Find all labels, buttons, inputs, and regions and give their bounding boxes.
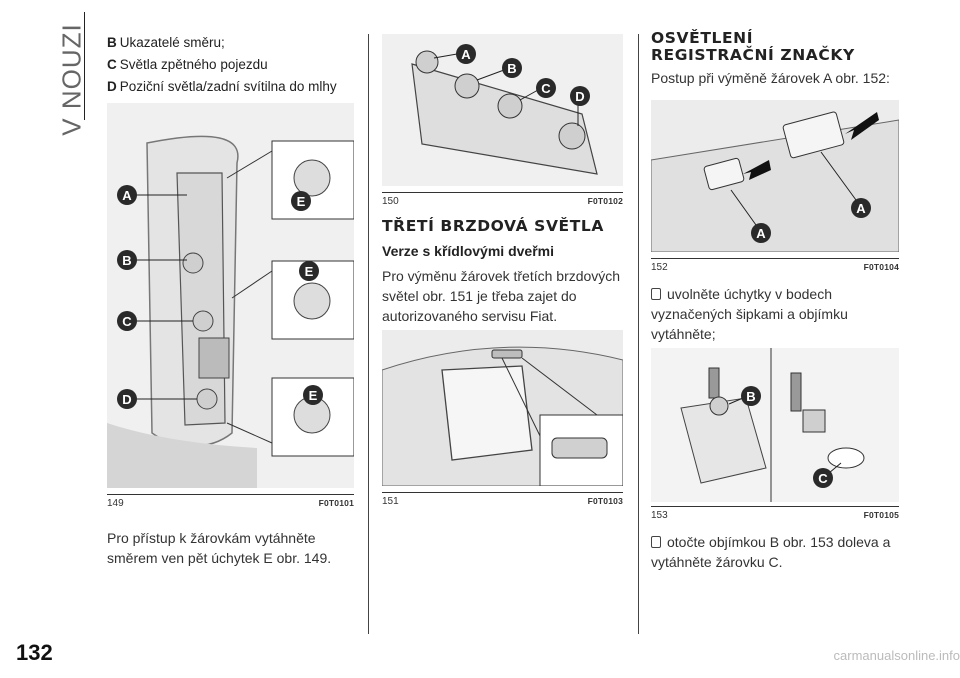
figure-number: 150 [382,196,399,207]
step-2: otočte objímkou B obr. 153 doleva a vytá… [651,532,899,572]
van-rear-illustration [382,330,623,486]
legend-text: Světla zpětného pojezdu [119,57,268,72]
figure-152: A A [651,100,899,252]
section-heading-plate-light: OSVĚTLENÍ REGISTRAČNÍ ZNAČKY [651,30,911,64]
checkbox-bullet-icon [651,536,661,548]
callout-a: A [117,185,137,205]
legend-key: C [107,57,117,72]
callout-e-2: E [299,261,319,281]
figure-number: 153 [651,510,668,521]
figure-153: B C [651,348,899,502]
figure-code: F0T0102 [587,196,623,206]
plate-light-illustration: A A [651,100,899,252]
callout-e-3: E [303,385,323,405]
svg-text:A: A [856,201,866,216]
svg-text:D: D [122,392,131,407]
figure-number: 152 [651,262,668,273]
callout-c: C [813,468,833,488]
callout-d: D [117,389,137,409]
figure-number: 151 [382,496,399,507]
section-title-vertical: V NOUZI [48,23,87,135]
legend-text: Poziční světla/zadní svítilna do mlhy [119,79,337,94]
paragraph-clips: Pro přístup k žárovkám vytáhněte směrem … [107,530,332,566]
legend-text: Ukazatelé směru; [119,35,225,50]
subheading-wing-doors: Verze s křídlovými dveřmi [382,243,554,259]
callout-a: A [456,44,476,64]
figure-151 [382,330,623,486]
figure-151-caption: 151 F0T0103 [382,492,623,507]
figure-150: A B C D [382,34,623,186]
tail-light-illustration: A B C D E E E [107,103,354,488]
lamp-holder-illustration: A B C D [382,34,623,186]
callout-a-1: A [751,223,771,243]
figure-code: F0T0104 [863,262,899,272]
svg-text:C: C [818,471,828,486]
intro-text: Postup při výměně žárovek A obr. 152: [651,70,890,86]
step-1-text: uvolněte úchytky v bodech vyznačených ši… [651,286,848,342]
figure-code: F0T0103 [587,496,623,506]
section-heading-third-brake-lights: TŘETÍ BRZDOVÁ SVĚTLA [382,217,604,235]
svg-text:B: B [507,61,516,76]
svg-text:E: E [297,194,306,209]
svg-text:C: C [122,314,132,329]
svg-text:E: E [309,388,318,403]
figure-149-caption: 149 F0T0101 [107,494,354,509]
figure-149: A B C D E E E [107,103,354,488]
column-divider-2 [638,34,639,634]
paragraph-brake-lights: Pro výměnu žárovek třetích brzdových svě… [382,268,621,324]
figure-153-caption: 153 F0T0105 [651,506,899,521]
callout-b: B [502,58,522,78]
figure-code: F0T0101 [318,498,354,508]
side-divider [84,12,85,120]
legend-key: D [107,79,117,94]
callout-c: C [117,311,137,331]
callout-a-2: A [851,198,871,218]
svg-text:C: C [541,81,551,96]
heading-line-1: OSVĚTLENÍ [651,29,754,47]
svg-text:A: A [461,47,471,62]
svg-text:B: B [746,389,755,404]
svg-text:D: D [575,89,584,104]
svg-text:A: A [122,188,132,203]
bulb-socket-illustration: B C [651,348,899,502]
callout-b: B [741,386,761,406]
column-divider-1 [368,34,369,634]
step-2-text: otočte objímkou B obr. 153 doleva a vytá… [651,534,891,570]
figure-code: F0T0105 [863,510,899,520]
callout-e-1: E [291,191,311,211]
figure-number: 149 [107,498,124,509]
figure-152-caption: 152 F0T0104 [651,258,899,273]
step-1: uvolněte úchytky v bodech vyznačených ši… [651,284,899,344]
legend-key: B [107,35,117,50]
svg-text:A: A [756,226,766,241]
svg-text:E: E [305,264,314,279]
callout-b: B [117,250,137,270]
callout-c: C [536,78,556,98]
checkbox-bullet-icon [651,288,661,300]
page-number: 132 [16,640,53,665]
heading-line-2: REGISTRAČNÍ ZNAČKY [651,46,855,64]
callout-d: D [570,86,590,106]
footer-watermark: carmanualsonline.info [833,648,960,663]
figure-150-caption: 150 F0T0102 [382,192,623,207]
svg-text:B: B [122,253,131,268]
